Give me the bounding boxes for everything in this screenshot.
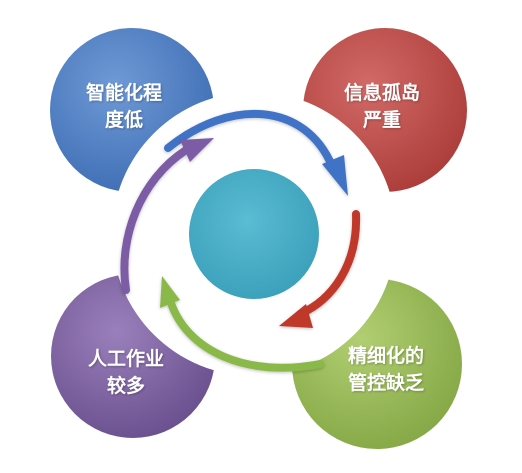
node-red-label: 信息孤岛 严重 bbox=[322, 80, 442, 134]
arrow-green bbox=[160, 276, 324, 372]
arrow-purple bbox=[120, 138, 214, 294]
node-purple-line-2: 较多 bbox=[106, 375, 145, 397]
center-circle bbox=[189, 169, 319, 299]
arrow-red bbox=[279, 210, 361, 328]
node-blue-line-2: 度低 bbox=[104, 109, 143, 131]
node-green-line-1: 精细化的 bbox=[347, 345, 424, 367]
node-red-line-2: 严重 bbox=[362, 109, 401, 131]
node-purple-line-1: 人工作业 bbox=[87, 348, 164, 370]
node-blue-label: 智能化程 度低 bbox=[64, 80, 184, 134]
node-blue-line-1: 智能化程 bbox=[85, 82, 162, 104]
arrow-blue bbox=[164, 109, 348, 196]
node-purple-label: 人工作业 较多 bbox=[66, 346, 186, 400]
node-red-line-1: 信息孤岛 bbox=[343, 82, 420, 104]
node-green-line-2: 管控缺乏 bbox=[347, 372, 424, 394]
node-green-label: 精细化的 管控缺乏 bbox=[326, 343, 446, 397]
